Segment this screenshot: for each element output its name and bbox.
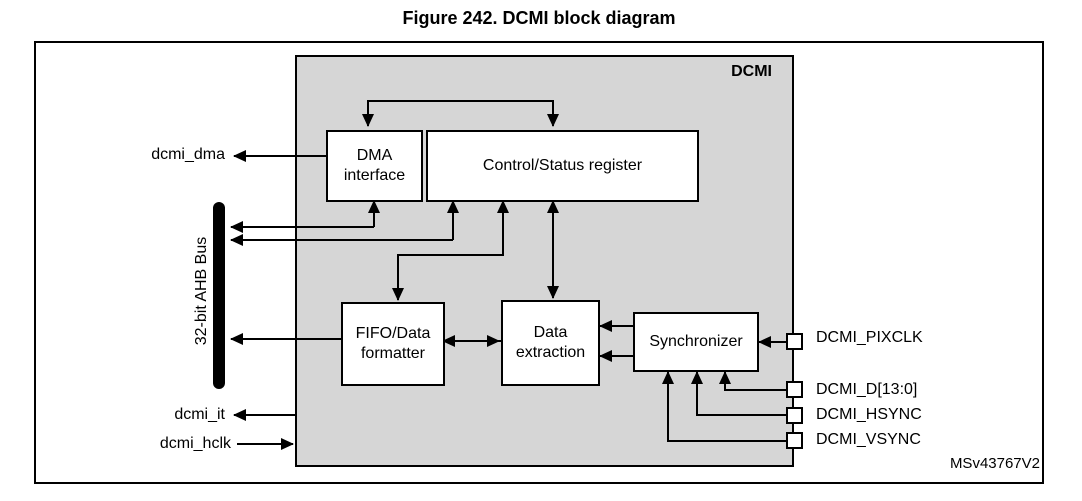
block-control-status-register: Control/Status register — [426, 130, 699, 202]
signal-label-dcmi-it: dcmi_it — [174, 406, 225, 423]
signal-label-dcmi-vsync: DCMI_VSYNC — [816, 431, 921, 448]
dcmi-peripheral-label: DCMI — [731, 63, 772, 80]
signal-label-dcmi-pixclk: DCMI_PIXCLK — [816, 329, 923, 346]
signal-label-dcmi-d: DCMI_D[13:0] — [816, 381, 918, 398]
figure-title: Figure 242. DCMI block diagram — [402, 8, 676, 28]
figure-reference-code: MSv43767V2 — [949, 455, 1040, 472]
signal-label-dcmi-hsync: DCMI_HSYNC — [816, 406, 922, 423]
signal-label-dcmi-hclk: dcmi_hclk — [159, 435, 231, 452]
dcmi-peripheral-box — [295, 55, 794, 467]
block-data-extraction: Data extraction — [501, 300, 600, 386]
block-synchronizer: Synchronizer — [633, 312, 759, 372]
block-dma-interface: DMA interface — [326, 130, 423, 202]
signal-label-dcmi-dma: dcmi_dma — [151, 146, 225, 163]
ahb-bus-label: 32-bit AHB Bus — [193, 236, 210, 346]
block-fifo-data-formatter: FIFO/Data formatter — [341, 302, 445, 386]
